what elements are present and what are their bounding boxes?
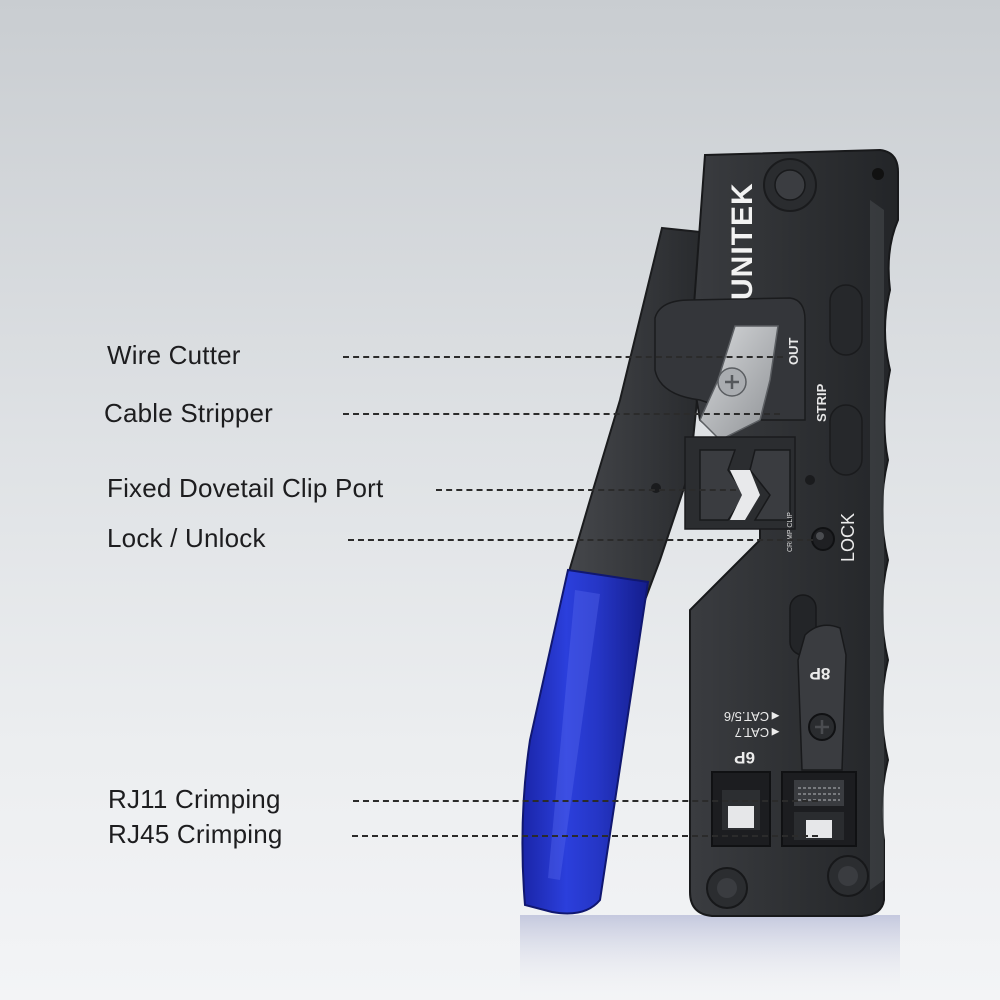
callout-lock-unlock: Lock / Unlock	[107, 523, 266, 553]
callout-rj45-crimping: RJ45 Crimping	[108, 819, 283, 849]
callout-wire-cutter: Wire Cutter	[107, 340, 241, 370]
leader-wire-cutter	[343, 356, 783, 358]
marking-out: OUT	[786, 338, 801, 366]
bottom-left-screw	[706, 867, 748, 909]
leader-rj45-crimping	[352, 835, 818, 837]
wire-cutter-blade	[699, 325, 779, 441]
marking-strip: STRIP	[814, 383, 829, 422]
callout-cable-stripper: Cable Stripper	[104, 398, 273, 428]
lever-pivot-screw	[651, 483, 661, 493]
lower-side-slot	[829, 404, 863, 476]
marking-lock: LOCK	[838, 513, 858, 562]
marking-crimp-clip: CRIMP CLIP	[787, 512, 794, 552]
leader-dovetail-clip-port	[436, 489, 736, 491]
dovetail-clip-jaws	[684, 436, 796, 530]
callout-rj11-crimping: RJ11 Crimping	[108, 784, 281, 814]
die-selector-plate[interactable]	[797, 624, 847, 771]
top-corner-hole	[872, 168, 884, 180]
bottom-right-screw	[827, 855, 869, 897]
marking-cat56: ◄CAT.5/6	[724, 709, 782, 724]
brand-logo: UNITEK	[726, 182, 759, 300]
upper-side-slot	[829, 284, 863, 356]
floor-reflection	[520, 915, 900, 1000]
leader-cable-stripper	[343, 413, 780, 415]
rj45-crimp-port	[781, 771, 857, 847]
marking-cat7: ◄CAT.7	[735, 725, 782, 740]
leader-rj11-crimping	[353, 800, 818, 802]
lock-button[interactable]	[811, 527, 835, 551]
blue-handle-highlight	[548, 590, 600, 880]
marking-8p: 8P	[810, 664, 831, 683]
blue-handle-grip	[521, 568, 650, 915]
jaw-indicator-dot	[805, 475, 815, 485]
callout-dovetail-clip-port: Fixed Dovetail Clip Port	[107, 473, 384, 503]
rj11-crimp-port	[711, 771, 771, 847]
leader-lock-unlock	[348, 539, 813, 541]
top-pivot-screw	[763, 158, 817, 212]
marking-6p: 6P	[734, 748, 755, 767]
